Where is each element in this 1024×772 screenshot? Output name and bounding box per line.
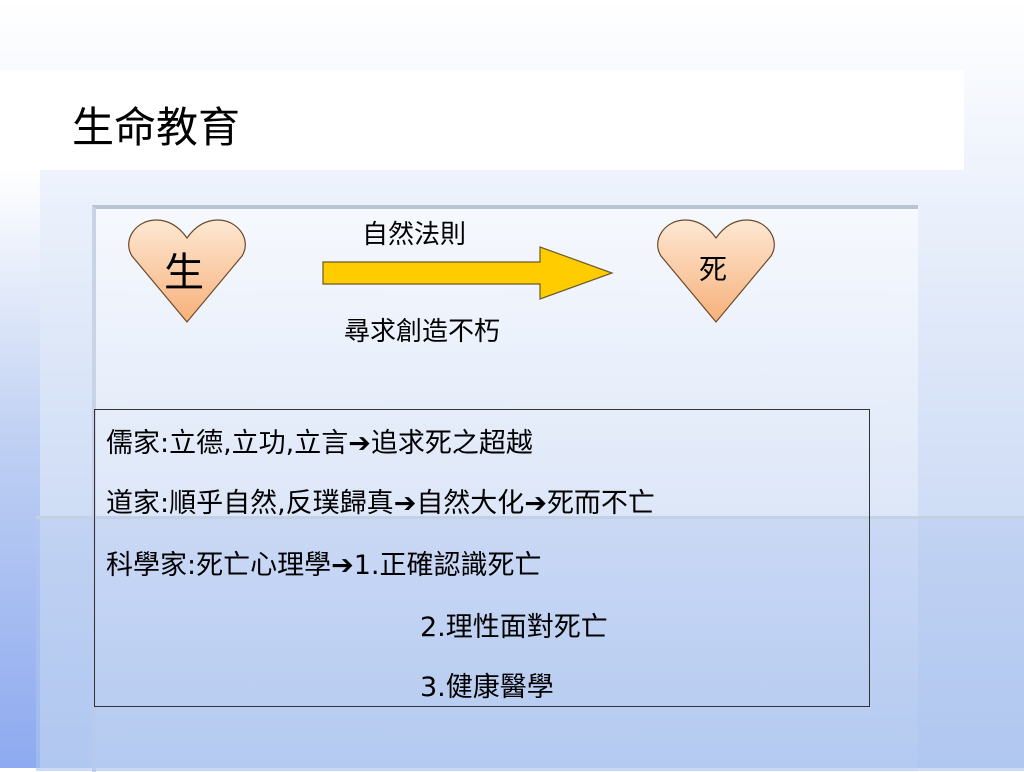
background-left-strip (0, 170, 40, 768)
content-line-scientist: 科學家:死亡心理學➔1.正確認識死亡 (106, 550, 542, 581)
content-line-confucian: 儒家:立德,立功,立言➔追求死之超越 (106, 428, 533, 459)
right-arrow-icon: ➔ (348, 428, 371, 459)
heart-label-right: 死 (699, 253, 728, 286)
content-line-taoist: 道家:順乎自然,反璞歸真➔自然大化➔死而不亡 (106, 488, 655, 519)
arrow-bottom-label: 尋求創造不朽 (344, 317, 501, 347)
heart-shape-right[interactable] (655, 218, 777, 324)
content-textbox[interactable] (94, 409, 870, 707)
title-bar (0, 70, 964, 170)
slide-title: 生命教育 (72, 103, 241, 152)
heart-label-left: 生 (164, 250, 204, 296)
right-arrow-icon: ➔ (331, 550, 354, 581)
arrow-top-label: 自然法則 (362, 220, 467, 250)
heart-shape-left[interactable] (126, 218, 248, 324)
background-lower-band (36, 516, 1024, 771)
right-arrow-icon: ➔ (524, 488, 547, 519)
right-arrow-icon: ➔ (393, 488, 417, 519)
content-line-item-2: 2.理性面對死亡 (420, 612, 608, 643)
flow-arrow[interactable] (322, 246, 614, 302)
content-line-item-3: 3.健康醫學 (420, 672, 554, 703)
